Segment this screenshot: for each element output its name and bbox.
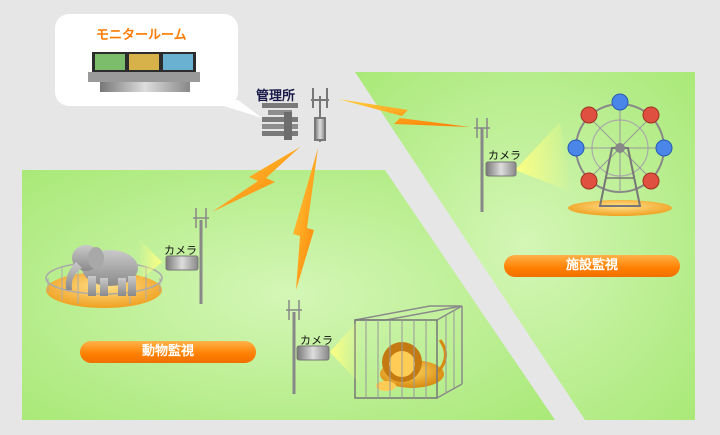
signal-bolt-elephant xyxy=(212,147,300,212)
monitor-console-icon xyxy=(88,52,200,92)
elephant-icon xyxy=(65,245,138,296)
lion-camera-icon xyxy=(286,300,360,394)
elephant-camera-icon xyxy=(138,208,209,304)
signal-bolt-lion xyxy=(293,148,318,290)
ferris-wheel-icon xyxy=(567,93,673,216)
lion-camera-label: カメラ xyxy=(300,334,333,347)
signal-bolt-facility xyxy=(338,99,470,127)
lion-icon xyxy=(376,339,447,391)
elephant-camera-label: カメラ xyxy=(164,244,197,257)
animal-monitoring-badge: 動物監視 xyxy=(80,341,256,363)
facility-camera-icon xyxy=(474,118,572,212)
management-building-icon xyxy=(262,103,298,140)
management-label: 管理所 xyxy=(256,89,296,104)
facility-camera-label: カメラ xyxy=(488,149,521,162)
facility-monitoring-badge: 施設監視 xyxy=(504,255,680,277)
management-antenna-icon xyxy=(311,88,329,142)
monitor-room-title: モニタールーム xyxy=(96,28,187,43)
